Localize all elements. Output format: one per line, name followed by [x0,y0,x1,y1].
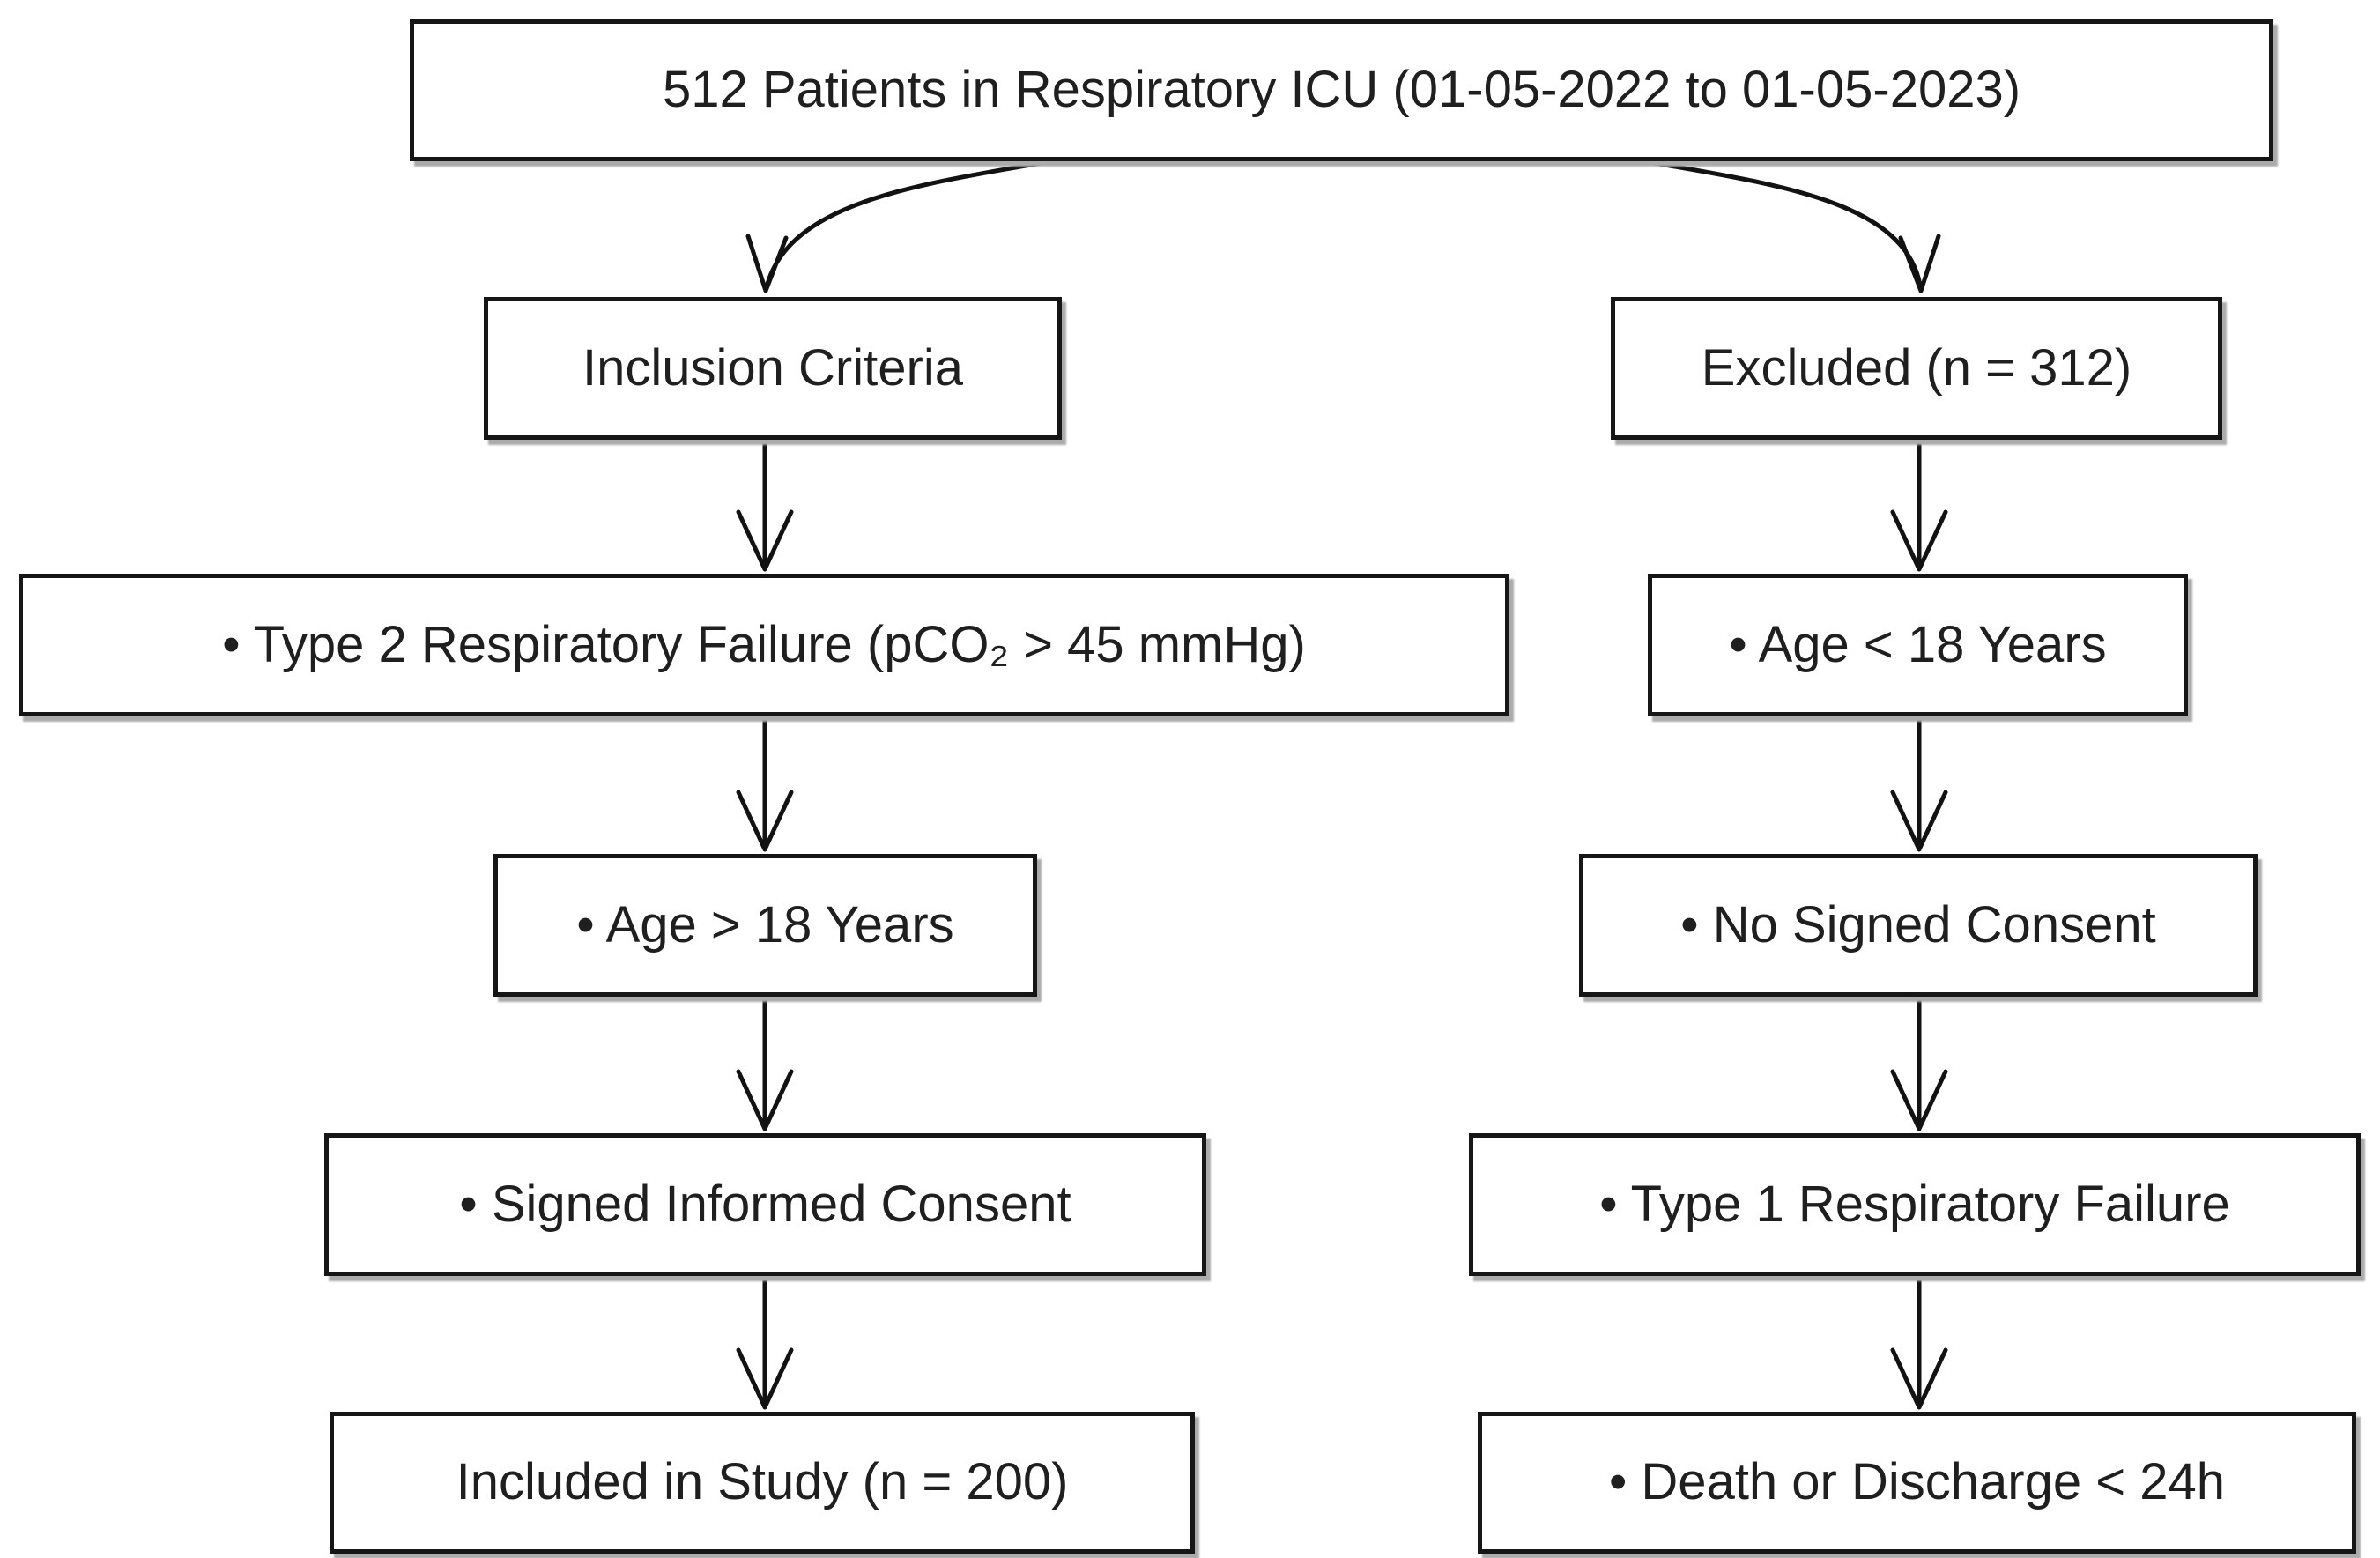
arrow-inclusion-to-type2 [736,439,794,572]
node-no-signed-consent: • No Signed Consent [1579,854,2258,997]
node-signed-informed-consent: • Signed Informed Consent [324,1133,1206,1276]
node-type1-respiratory-failure: • Type 1 Respiratory Failure [1469,1133,2361,1276]
arrow-type2-to-ageover [736,716,794,852]
arrow-ageover-to-signed [736,996,794,1131]
arrow-root-to-inclusion [745,160,1043,293]
node-age-under-18: • Age < 18 Years [1648,574,2188,716]
arrow-root-to-excluded [1652,160,1941,293]
arrow-noconsent-to-type1 [1890,996,1948,1131]
node-total-patients: 512 Patients in Respiratory ICU (01-05-2… [410,19,2273,161]
arrow-excluded-to-ageunder [1890,439,1948,572]
node-excluded: Excluded (n = 312) [1611,297,2222,440]
node-included-in-study: Included in Study (n = 200) [330,1412,1195,1554]
node-age-over-18: • Age > 18 Years [493,854,1037,997]
node-death-or-discharge: • Death or Discharge < 24h [1478,1412,2356,1554]
arrow-ageunder-to-noconsent [1890,716,1948,852]
arrow-type1-to-death [1890,1275,1948,1410]
node-inclusion-criteria: Inclusion Criteria [484,297,1062,440]
node-type2-respiratory-failure: • Type 2 Respiratory Failure (pCO₂ > 45 … [19,574,1509,716]
arrow-signed-to-included [736,1275,794,1410]
